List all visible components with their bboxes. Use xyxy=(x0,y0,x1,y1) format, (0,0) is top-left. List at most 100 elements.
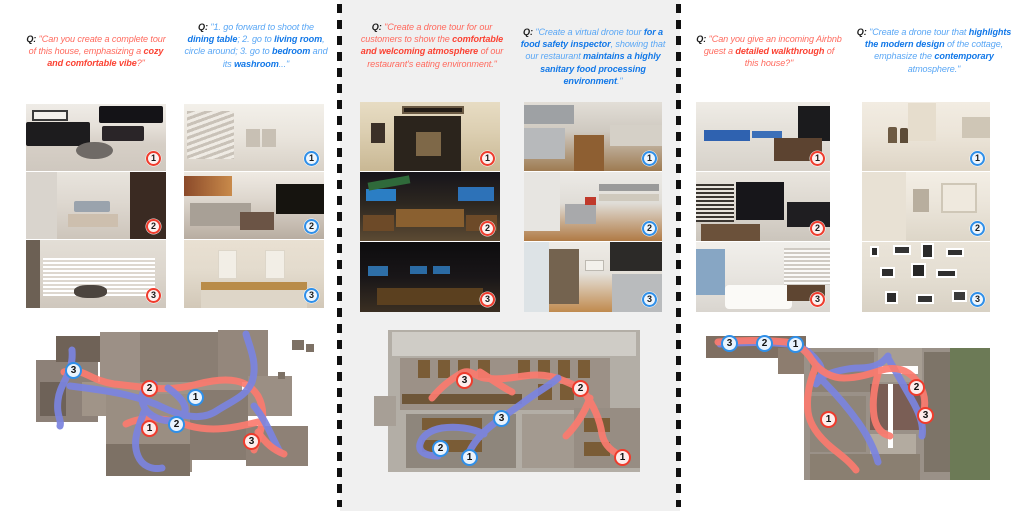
question-label: Q: xyxy=(198,22,208,32)
floorplan-waypoint: 2 xyxy=(756,335,773,352)
thumbnail-badge: 1 xyxy=(810,151,825,166)
floorplan-waypoint: 1 xyxy=(187,389,204,406)
question-text-airbnb-walkthrough: Q: "Can you give an incoming Airbnb gues… xyxy=(694,33,844,70)
thumbnail-item[interactable]: 1 xyxy=(184,104,324,172)
question-body: "1. go forward to shoot the dining table… xyxy=(184,22,328,69)
thumbnail-badge: 1 xyxy=(480,151,495,166)
thumbnail-item[interactable]: 2 xyxy=(524,172,662,242)
question-text-restaurant-sanitary: Q: "Create a virtual drone tour for a fo… xyxy=(514,26,672,87)
thumbnail-image xyxy=(862,242,990,312)
thumbnail-item[interactable]: 3 xyxy=(524,242,662,312)
floorplan-waypoint: 1 xyxy=(461,449,478,466)
thumbnail-item[interactable]: 1 xyxy=(524,102,662,172)
floorplan-waypoint: 2 xyxy=(141,380,158,397)
thumbnail-item[interactable]: 3 xyxy=(360,242,500,312)
floorplan-waypoint: 3 xyxy=(917,407,934,424)
floorplan-house-basemap xyxy=(36,330,314,476)
thumbnail-badge: 2 xyxy=(480,221,495,236)
floorplan-cottage-svg xyxy=(706,336,990,480)
floorplan-restaurant-basemap xyxy=(374,330,640,472)
question-body: "Can you give an incoming Airbnb guest a… xyxy=(703,34,842,69)
floorplan-waypoint: 2 xyxy=(572,380,589,397)
thumbnail-item[interactable]: 3 xyxy=(862,242,990,312)
floorplan-waypoint: 3 xyxy=(456,372,473,389)
floorplan-restaurant[interactable]: 3 2 3 2 1 1 xyxy=(362,322,662,500)
floorplan-waypoint: 3 xyxy=(721,335,738,352)
floorplan-restaurant-path-red xyxy=(428,368,622,458)
thumbnail-badge: 3 xyxy=(970,292,985,307)
thumbnail-image xyxy=(360,172,500,241)
thumbnail-image xyxy=(524,172,662,241)
question-body: "Create a virtual drone tour for a food … xyxy=(520,27,666,86)
floorplan-waypoint: 1 xyxy=(820,411,837,428)
thumbnail-item[interactable]: 2 xyxy=(26,172,166,240)
thumbnail-image xyxy=(184,172,324,239)
thumbnail-stack-house-waypoints: 1 2 3 xyxy=(184,104,324,308)
thumbnail-item[interactable]: 3 xyxy=(26,240,166,308)
thumbnail-stack-cottage-modern: 1 2 xyxy=(862,102,990,312)
thumbnail-badge: 2 xyxy=(304,219,319,234)
thumbnail-image xyxy=(26,104,166,171)
thumbnail-item[interactable]: 2 xyxy=(696,172,830,242)
thumbnail-stack-airbnb-walkthrough: 1 2 3 xyxy=(696,102,830,312)
thumbnail-badge: 3 xyxy=(642,292,657,307)
thumbnail-item[interactable]: 1 xyxy=(26,104,166,172)
thumbnail-item[interactable]: 3 xyxy=(696,242,830,312)
thumbnail-badge: 2 xyxy=(970,221,985,236)
question-body: "Create a drone tour for our customers t… xyxy=(360,22,504,69)
thumbnail-badge: 3 xyxy=(480,292,495,307)
floorplan-waypoint: 3 xyxy=(243,433,260,450)
floorplan-house-svg xyxy=(36,330,314,476)
question-label: Q: xyxy=(522,27,533,37)
thumbnail-image xyxy=(184,240,324,308)
thumbnail-badge: 3 xyxy=(146,288,161,303)
thumbnail-stack-restaurant-sanitary: 1 2 3 xyxy=(524,102,662,312)
thumbnail-badge: 3 xyxy=(304,288,319,303)
thumbnail-badge: 1 xyxy=(146,151,161,166)
thumbnail-item[interactable]: 2 xyxy=(184,172,324,240)
question-text-restaurant-welcoming: Q: "Create a drone tour for our customer… xyxy=(354,21,510,70)
floorplan-house-path-red-2 xyxy=(254,428,288,458)
floorplan-waypoint: 3 xyxy=(65,362,82,379)
thumbnail-badge: 1 xyxy=(642,151,657,166)
thumbnail-badge: 3 xyxy=(810,292,825,307)
thumbnail-badge: 2 xyxy=(146,219,161,234)
thumbnail-badge: 1 xyxy=(970,151,985,166)
thumbnail-image xyxy=(862,102,990,171)
question-text-house-cozy: Q: "Can you create a complete tour of th… xyxy=(20,33,172,70)
floorplan-waypoint: 2 xyxy=(908,379,925,396)
thumbnail-stack-restaurant-welcoming: 1 2 3 xyxy=(360,102,500,312)
question-label: Q: xyxy=(371,22,382,32)
floorplan-waypoint: 3 xyxy=(493,410,510,427)
thumbnail-badge: 2 xyxy=(642,221,657,236)
question-body: "Can you create a complete tour of this … xyxy=(28,34,166,69)
floorplan-waypoint: 2 xyxy=(168,416,185,433)
thumbnail-image xyxy=(26,172,166,239)
floorplan-house[interactable]: 3 2 1 1 2 3 xyxy=(22,322,334,500)
question-label: Q: xyxy=(856,27,867,37)
floorplan-restaurant-svg xyxy=(374,330,640,472)
thumbnail-item[interactable]: 2 xyxy=(862,172,990,242)
section-divider-left xyxy=(337,4,342,507)
question-label: Q: xyxy=(26,34,37,44)
thumbnail-image xyxy=(524,102,662,171)
thumbnail-image xyxy=(696,102,830,171)
thumbnail-image xyxy=(696,172,830,241)
thumbnail-stack-house-cozy: 1 2 3 xyxy=(26,104,166,308)
thumbnail-item[interactable]: 2 xyxy=(360,172,500,242)
thumbnail-item[interactable]: 1 xyxy=(696,102,830,172)
floorplan-waypoint: 1 xyxy=(787,336,804,353)
thumbnail-item[interactable]: 1 xyxy=(360,102,500,172)
thumbnail-item[interactable]: 1 xyxy=(862,102,990,172)
floorplan-cottage[interactable]: 3 2 1 2 3 1 xyxy=(692,322,1002,500)
thumbnail-image xyxy=(360,102,500,171)
floorplan-waypoint: 2 xyxy=(432,440,449,457)
thumbnail-item[interactable]: 3 xyxy=(184,240,324,308)
section-divider-right xyxy=(676,4,681,507)
thumbnail-image xyxy=(26,240,166,308)
floorplan-waypoint: 1 xyxy=(614,449,631,466)
question-text-cottage-modern: Q: "Create a drone tour that highlights … xyxy=(848,26,1020,75)
question-text-house-waypoints: Q: "1. go forward to shoot the dining ta… xyxy=(182,21,330,70)
thumbnail-badge: 1 xyxy=(304,151,319,166)
